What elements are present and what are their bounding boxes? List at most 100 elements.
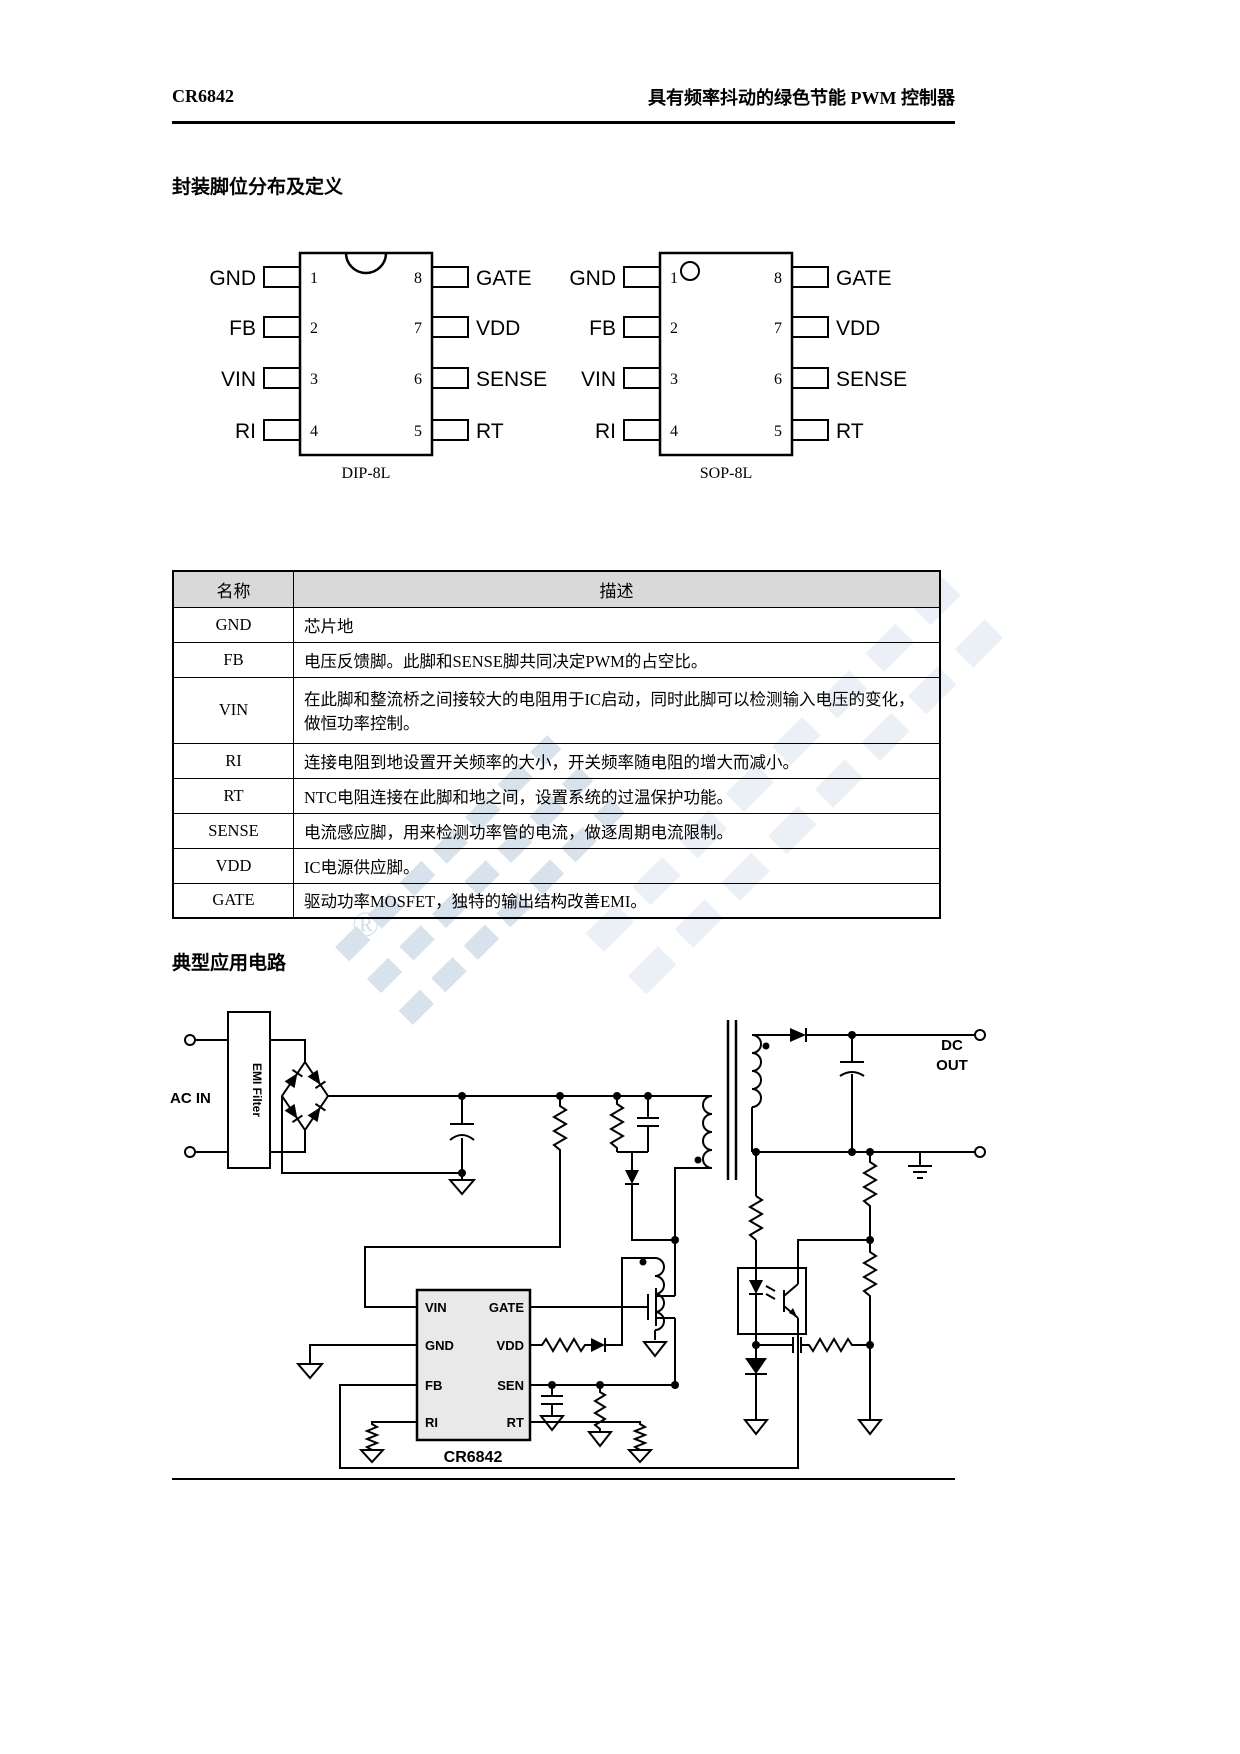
secondary-winding (751, 1034, 762, 1108)
output-capacitor (839, 1035, 865, 1152)
optocoupler (737, 1152, 870, 1335)
doc-part-number: CR6842 (172, 86, 234, 106)
dip-label-sense: SENSE (476, 368, 547, 391)
ground-icon (447, 1179, 477, 1196)
dip-pin1-number: 1 (310, 270, 318, 287)
ground-icon (742, 1419, 770, 1436)
tl431-icon (745, 1358, 767, 1374)
ground-icon (856, 1419, 884, 1436)
sop-pin8-number: 8 (774, 270, 782, 287)
table-row: VIN 在此脚和整流桥之间接较大的电阻用于IC启动，同时此脚可以检测输入电压的变… (172, 676, 941, 744)
opto-led-resistor (748, 1195, 764, 1241)
rt-ntc-resistor (530, 1421, 654, 1464)
ac-terminal-bottom (184, 1146, 196, 1158)
power-mosfet (530, 1240, 676, 1385)
ic-pin-rt: RT (507, 1415, 524, 1430)
pin-name: FB (172, 641, 294, 678)
opto-collector-wire (797, 1239, 870, 1268)
col-header-desc: 描述 (293, 570, 941, 608)
primary-winding (702, 1095, 713, 1169)
pin-name: VIN (172, 676, 294, 744)
ic-pin-gnd: GND (425, 1338, 454, 1353)
ic-pin-ri: RI (425, 1415, 438, 1430)
pin-name: GND (172, 606, 294, 643)
application-circuit: AC IN EMI Filter (170, 1011, 986, 1469)
opto-transistor-icon (783, 1268, 799, 1334)
sop-pin4-number: 4 (670, 423, 678, 440)
pin-desc: 连接电阻到地设置开关频率的大小，开关频率随电阻的增大而减小。 (293, 742, 941, 779)
dip-label-rt: RT (476, 420, 504, 443)
table-row: FB 电压反馈脚。此脚和SENSE脚共同决定PWM的占空比。 (172, 641, 941, 678)
primary-return-wire (281, 1096, 462, 1174)
secondary-phase-dot-icon (762, 1042, 770, 1050)
svg-text:EMI Filter: EMI Filter (250, 1063, 264, 1117)
dip-pin6-number: 6 (414, 371, 422, 388)
pin-name: RT (172, 777, 294, 814)
vdd-supply-chain (530, 1257, 669, 1358)
sense-filter-capacitor (541, 1385, 563, 1416)
sense-network (530, 1384, 675, 1448)
sense-resistor (593, 1385, 607, 1432)
section-title-pinout: 封装脚位分布及定义 (172, 177, 344, 198)
dip-label-fb: FB (229, 317, 256, 340)
ic-pin-vdd: VDD (497, 1338, 524, 1353)
dip-notch-icon (344, 252, 388, 275)
ic-pin-fb: FB (425, 1378, 442, 1393)
ground-icon (641, 1341, 669, 1358)
shunt-regulator-tl431 (742, 1334, 770, 1436)
table-row: SENSE 电流感应脚，用来检测功率管的电流，做逐周期电流限制。 (172, 812, 941, 849)
aux-phase-dot-icon (639, 1258, 647, 1266)
dc-terminal-bottom (974, 1146, 986, 1158)
pin-name: GATE (172, 882, 294, 919)
dip-caption: DIP-8L (342, 465, 391, 482)
feedback-divider (756, 1152, 884, 1436)
sop-label-rt: RT (836, 420, 864, 443)
sop-pin5-number: 5 (774, 423, 782, 440)
aux-winding (654, 1257, 665, 1340)
footer-rule (172, 1478, 955, 1480)
sop-label-vin: VIN (581, 368, 616, 391)
ground-icon (295, 1363, 325, 1380)
ri-resistor (358, 1421, 417, 1464)
table-header-row: 名称 描述 (172, 570, 941, 608)
earth-ground-icon (908, 1152, 932, 1179)
sop-label-gnd: GND (569, 267, 616, 290)
sop-label-ri: RI (595, 420, 616, 443)
output-diode-icon (790, 1028, 806, 1042)
dip-label-gate: GATE (476, 267, 532, 290)
ic-pin-vin: VIN (425, 1300, 447, 1315)
ic-pin-sen: SEN (497, 1378, 524, 1393)
junction-dots (458, 1031, 874, 1389)
dip-pin3-number: 3 (310, 371, 318, 388)
table-row: RI 连接电阻到地设置开关频率的大小，开关频率随电阻的增大而减小。 (172, 742, 941, 779)
fb-feedback-wire (339, 1334, 799, 1469)
dip-label-vdd: VDD (476, 317, 520, 340)
col-header-name: 名称 (172, 570, 294, 608)
transformer (674, 1020, 770, 1240)
ground-icon (626, 1449, 654, 1464)
pin-description-table: 名称 描述 GND 芯片地 FB 电压反馈脚。此脚和SENSE脚共同决定PWM的… (172, 570, 941, 919)
section-title-circuit: 典型应用电路 (172, 953, 287, 974)
ac-terminal-top (184, 1034, 196, 1046)
pin-desc: NTC电阻连接在此脚和地之间，设置系统的过温保护功能。 (293, 777, 941, 814)
core-icon (726, 1020, 738, 1180)
sop-label-fb: FB (589, 317, 616, 340)
table-row: RT NTC电阻连接在此脚和地之间，设置系统的过温保护功能。 (172, 777, 941, 814)
pin-desc: IC电源供应脚。 (293, 847, 941, 884)
dc-terminal-top (974, 1029, 986, 1041)
table-row: GATE 驱动功率MOSFET，独特的输出结构改善EMI。 (172, 882, 941, 919)
ground-icon (586, 1431, 614, 1448)
table-row: VDD IC电源供应脚。 (172, 847, 941, 884)
sop8l-package-diagram: 1 2 3 4 8 7 6 5 GND FB VIN RI GATE VDD S… (569, 251, 907, 482)
sop-pin3-number: 3 (670, 371, 678, 388)
sop-label-sense: SENSE (836, 368, 907, 391)
pin-name: SENSE (172, 812, 294, 849)
dip-pin8-number: 8 (414, 270, 422, 287)
opto-led-icon (749, 1280, 763, 1294)
dip-pin2-number: 2 (310, 320, 318, 337)
header-rule (172, 121, 955, 124)
gnd-pin-wire (295, 1344, 417, 1380)
dc-out-label-line2: OUT (936, 1057, 968, 1074)
sop-caption: SOP-8L (700, 465, 752, 482)
